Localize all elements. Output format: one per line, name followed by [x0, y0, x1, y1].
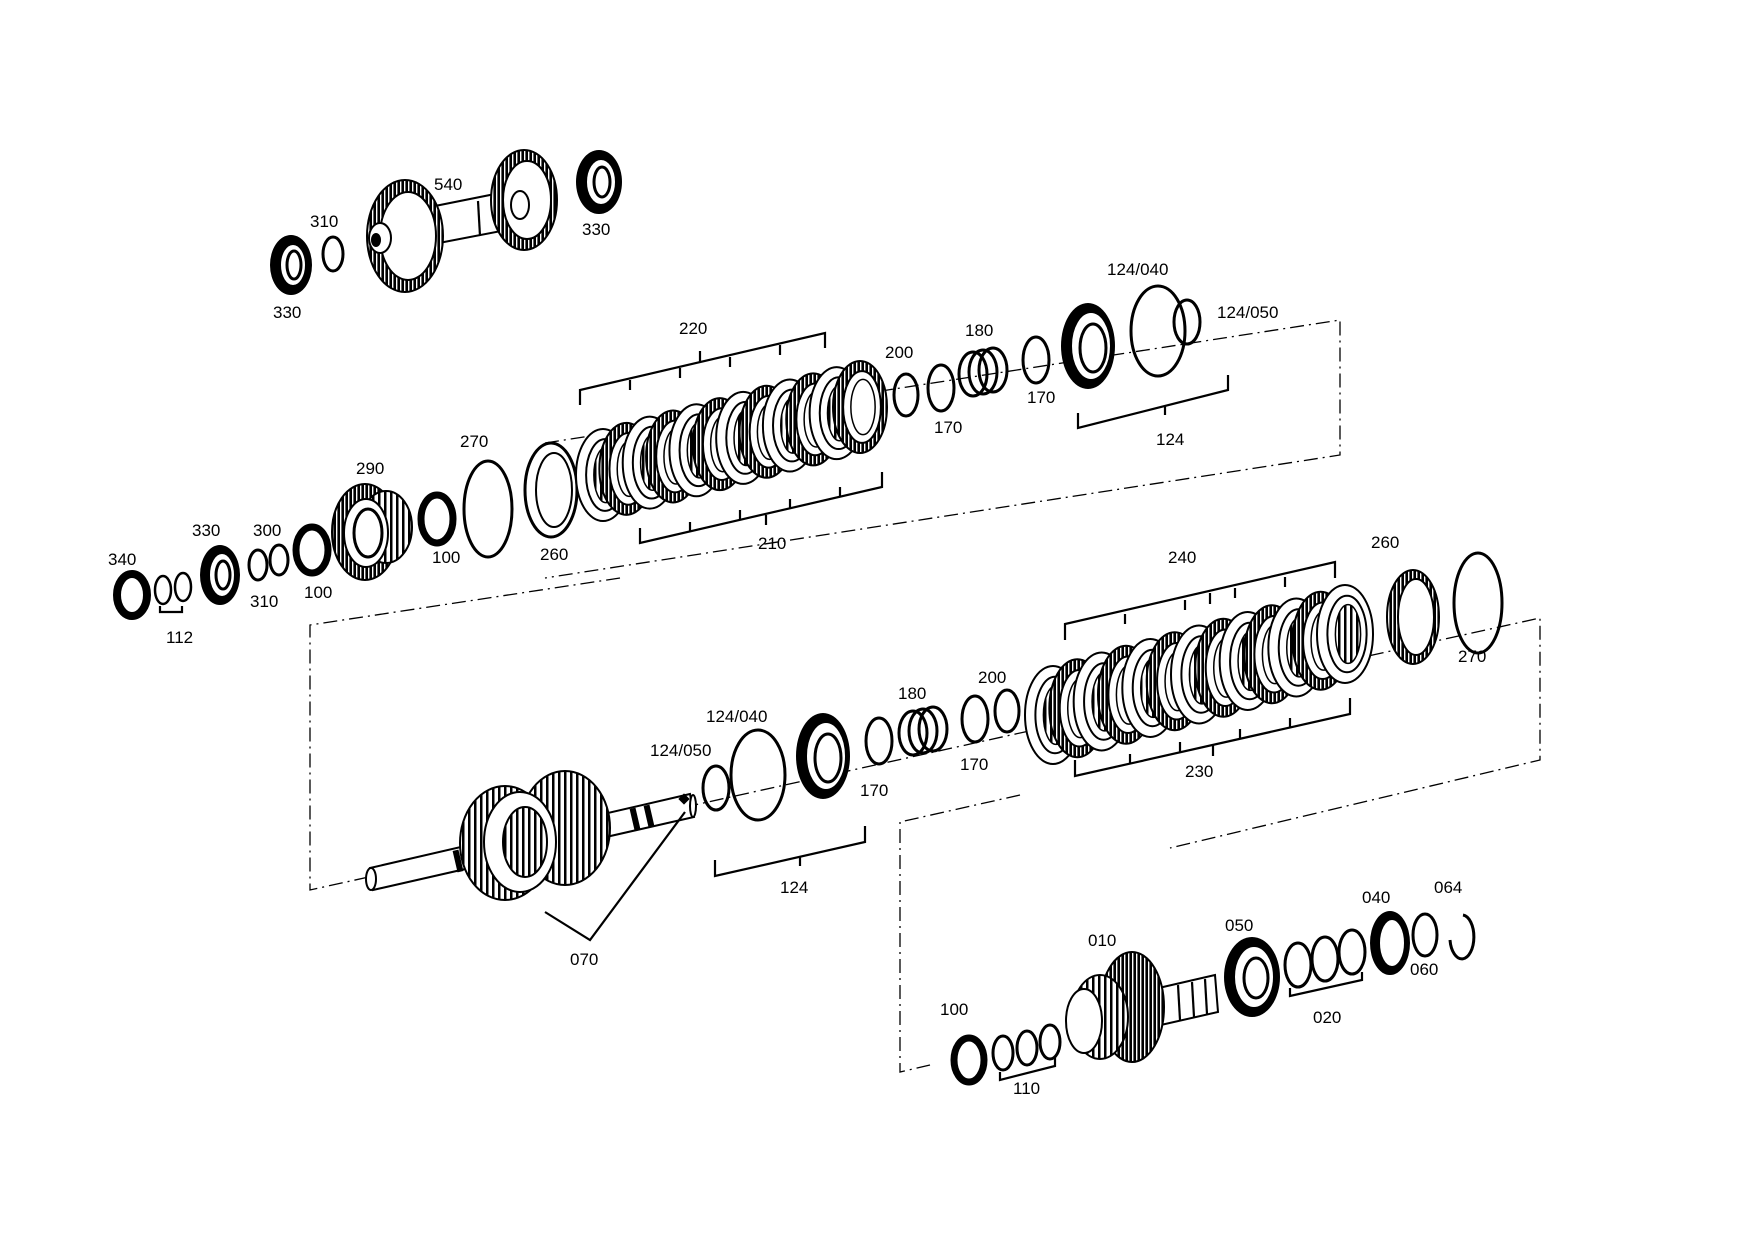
shim-300	[268, 543, 290, 577]
seal-340	[113, 570, 151, 620]
clutch-pack-upper	[575, 360, 888, 522]
ring-170b	[1021, 335, 1051, 385]
bearing-330-right	[576, 150, 622, 214]
ring-170c	[864, 716, 894, 766]
bearing-100b	[417, 491, 457, 547]
part-labels: 540 310 330 330 220 200 180 124/040 124/…	[108, 175, 1486, 1098]
label-010: 010	[1088, 931, 1116, 950]
ring-020c	[1337, 928, 1367, 976]
bearing-100-lower	[950, 1034, 988, 1086]
label-260-upper: 260	[540, 545, 568, 564]
label-170-upper-b: 170	[1027, 388, 1055, 407]
brackets-lower	[544, 560, 1352, 942]
label-200-lower: 200	[978, 668, 1006, 687]
shim-310	[321, 235, 345, 273]
label-124040-upper: 124/040	[1107, 260, 1168, 279]
ring-170d	[960, 694, 990, 744]
label-180-upper: 180	[965, 321, 993, 340]
label-020: 020	[1313, 1008, 1341, 1027]
upper-clutch-assembly	[113, 284, 1202, 620]
oring-124040-upper	[1129, 284, 1187, 378]
label-540: 540	[434, 175, 462, 194]
label-300: 300	[253, 521, 281, 540]
label-230: 230	[1185, 762, 1213, 781]
oring-124050-lower	[701, 764, 731, 812]
label-070: 070	[570, 950, 598, 969]
label-240: 240	[1168, 548, 1196, 567]
label-110: 110	[1013, 1079, 1040, 1098]
shim-310-mid	[247, 548, 269, 582]
snap-ring-064	[1448, 913, 1476, 961]
clutch-disc-toothed	[832, 360, 888, 454]
gear-290	[331, 483, 413, 581]
bearing-100a	[292, 523, 332, 577]
countershaft-540	[366, 149, 558, 293]
spring-180-lower	[897, 705, 949, 757]
label-310-mid: 310	[250, 592, 278, 611]
label-124-upper: 124	[1156, 430, 1184, 449]
label-310-top: 310	[310, 212, 338, 231]
bearing-050	[1224, 937, 1280, 1017]
label-060: 060	[1410, 960, 1438, 979]
label-170-lower-b: 170	[960, 755, 988, 774]
disc-260-upper	[523, 441, 579, 539]
label-260-lower: 260	[1371, 533, 1399, 552]
ring-112a	[153, 574, 173, 606]
ring-200-upper	[892, 372, 920, 418]
piston-124-lower	[796, 713, 850, 799]
label-270-upper: 270	[460, 432, 488, 451]
ring-020a	[1283, 941, 1313, 989]
oring-124050-upper	[1172, 298, 1202, 346]
label-100-a: 100	[304, 583, 332, 602]
oring-124040-lower	[729, 728, 787, 822]
shaft-070	[365, 770, 697, 901]
brackets-upper	[578, 331, 1230, 545]
label-100-b: 100	[432, 548, 460, 567]
label-124050-upper: 124/050	[1217, 303, 1278, 322]
oring-270-upper	[462, 459, 514, 559]
countershaft-assembly	[270, 149, 622, 295]
ring-110c	[1038, 1023, 1062, 1061]
label-124040-lower: 124/040	[706, 707, 767, 726]
label-040: 040	[1362, 888, 1390, 907]
clutch-disc-plain	[1316, 584, 1374, 684]
label-270-lower: 270	[1458, 647, 1486, 666]
ring-112b	[173, 571, 193, 603]
label-100-lower: 100	[940, 1000, 968, 1019]
ring-110a	[991, 1034, 1015, 1072]
ring-170a	[926, 363, 956, 413]
label-112: 112	[166, 628, 193, 647]
spring-180-upper	[957, 346, 1009, 398]
label-330-top-left: 330	[273, 303, 301, 322]
ring-200-lower	[993, 688, 1021, 734]
ring-020b	[1310, 935, 1340, 983]
clutch-pack-lower	[1024, 584, 1374, 765]
label-124-lower: 124	[780, 878, 808, 897]
label-330-top-right: 330	[582, 220, 610, 239]
label-180-lower: 180	[898, 684, 926, 703]
label-290: 290	[356, 459, 384, 478]
label-210: 210	[758, 534, 786, 553]
piston-124-upper	[1061, 303, 1115, 389]
disc-260-lower	[1386, 569, 1440, 665]
ring-110b	[1015, 1029, 1039, 1067]
lower-clutch-assembly	[365, 551, 1504, 901]
label-220: 220	[679, 319, 707, 338]
label-170-lower-a: 170	[860, 781, 888, 800]
output-shaft-assembly	[950, 911, 1476, 1086]
ring-060	[1411, 912, 1439, 958]
label-340: 340	[108, 550, 136, 569]
label-170-upper-a: 170	[934, 418, 962, 437]
output-shaft-010	[1065, 951, 1220, 1063]
label-200-upper: 200	[885, 343, 913, 362]
label-124050-lower: 124/050	[650, 741, 711, 760]
bearing-330-mid	[200, 545, 240, 605]
oring-270-lower	[1452, 551, 1504, 655]
label-330-mid: 330	[192, 521, 220, 540]
bearing-330-left	[270, 235, 312, 295]
label-064: 064	[1434, 878, 1462, 897]
label-050: 050	[1225, 916, 1253, 935]
seal-040	[1370, 911, 1410, 975]
